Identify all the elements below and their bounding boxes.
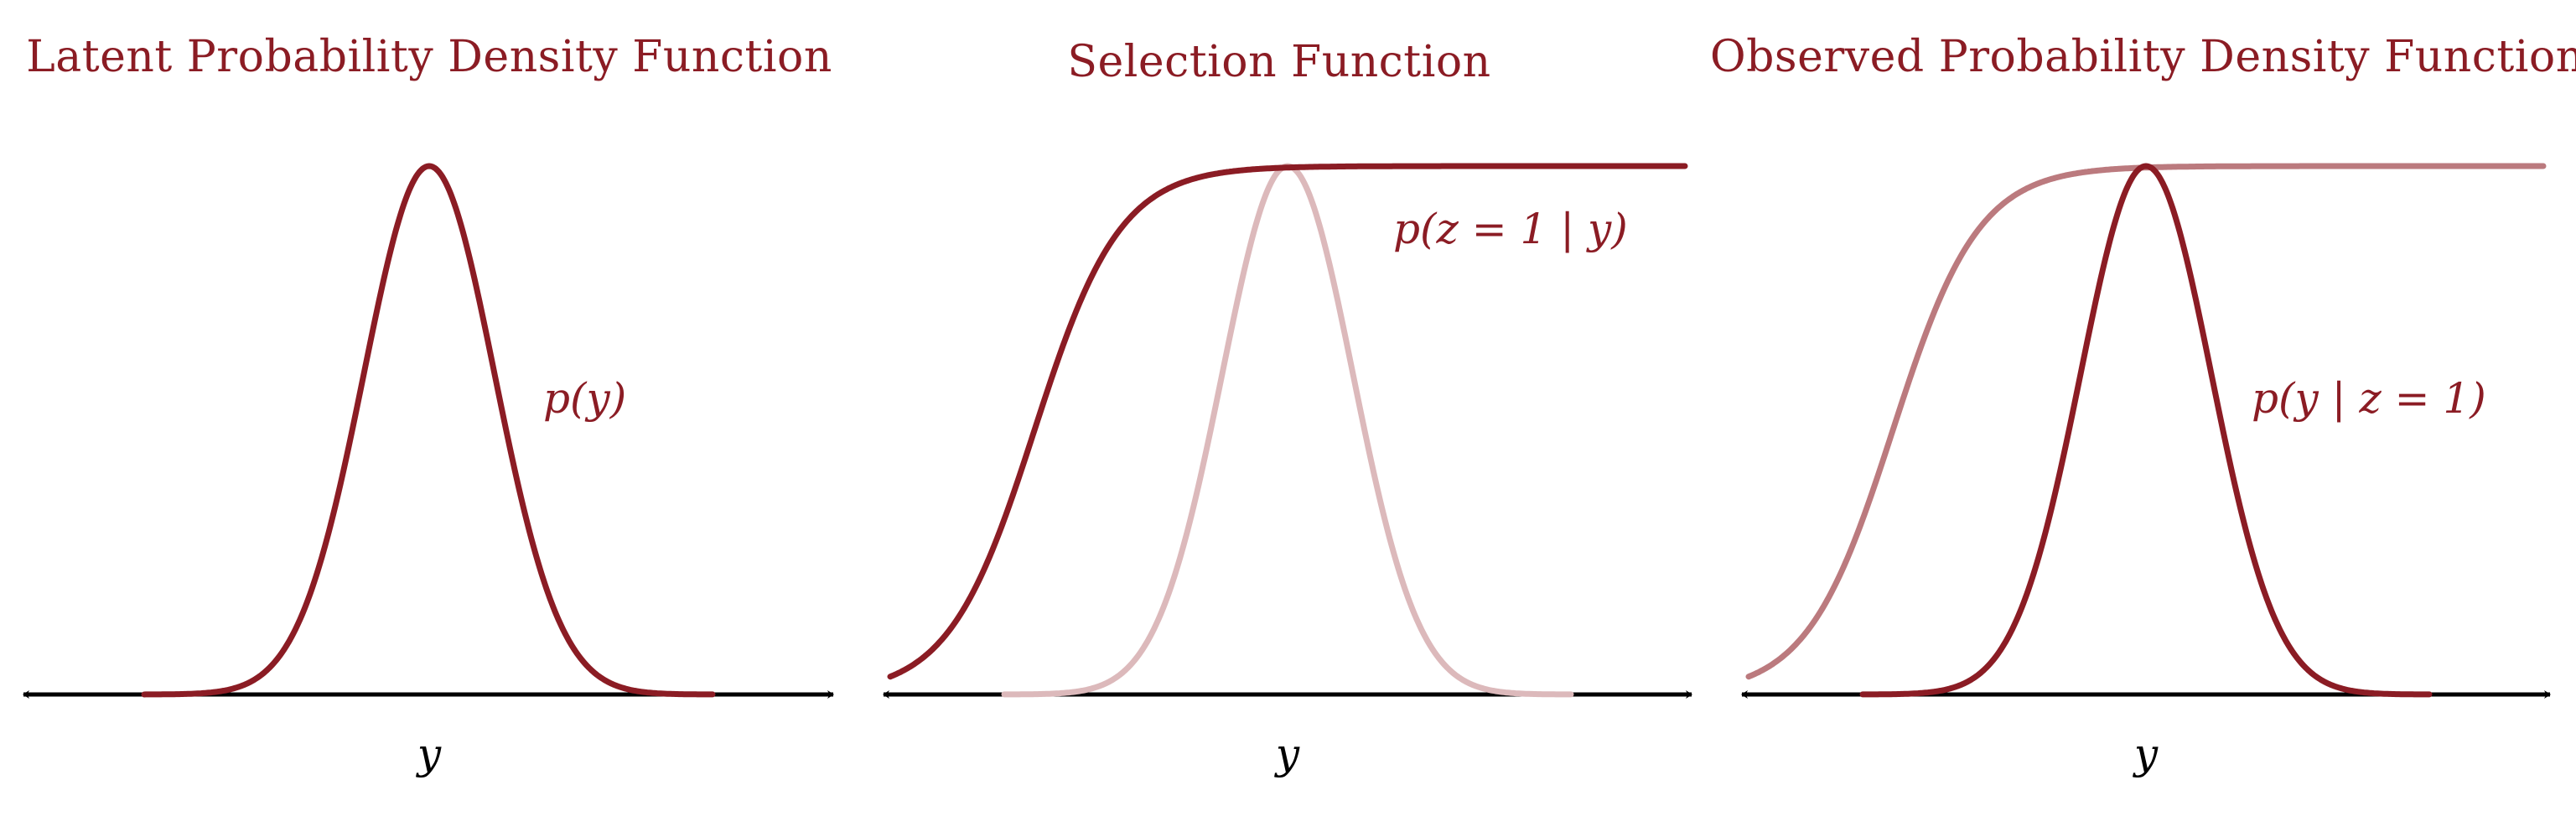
panel-2-latent-density-curve [1001,163,1574,698]
panel-1-latent-density-curve [141,163,716,698]
panel-3-curve-label: p(y | z = 1) [2252,374,2486,423]
panel-3-selection-function-curve [1745,163,2547,680]
panel-1-curve-label: p(y) [543,374,627,423]
panel-2-title: Selection Function [1067,37,1491,87]
panel-3-observed-density-curve [1859,163,2433,698]
panel-3-axis-label: y [2133,730,2159,778]
panel-2-curve-label: p(z = 1 | y) [1393,205,1628,253]
panel-2-selection-function-curve [887,163,1688,680]
panel-2-axis-label: y [1275,730,1300,778]
panel-3-title: Observed Probability Density Function [1710,32,2576,82]
panel-1-axis-label: y [417,730,442,778]
panel-1-title: Latent Probability Density Function [26,32,832,82]
